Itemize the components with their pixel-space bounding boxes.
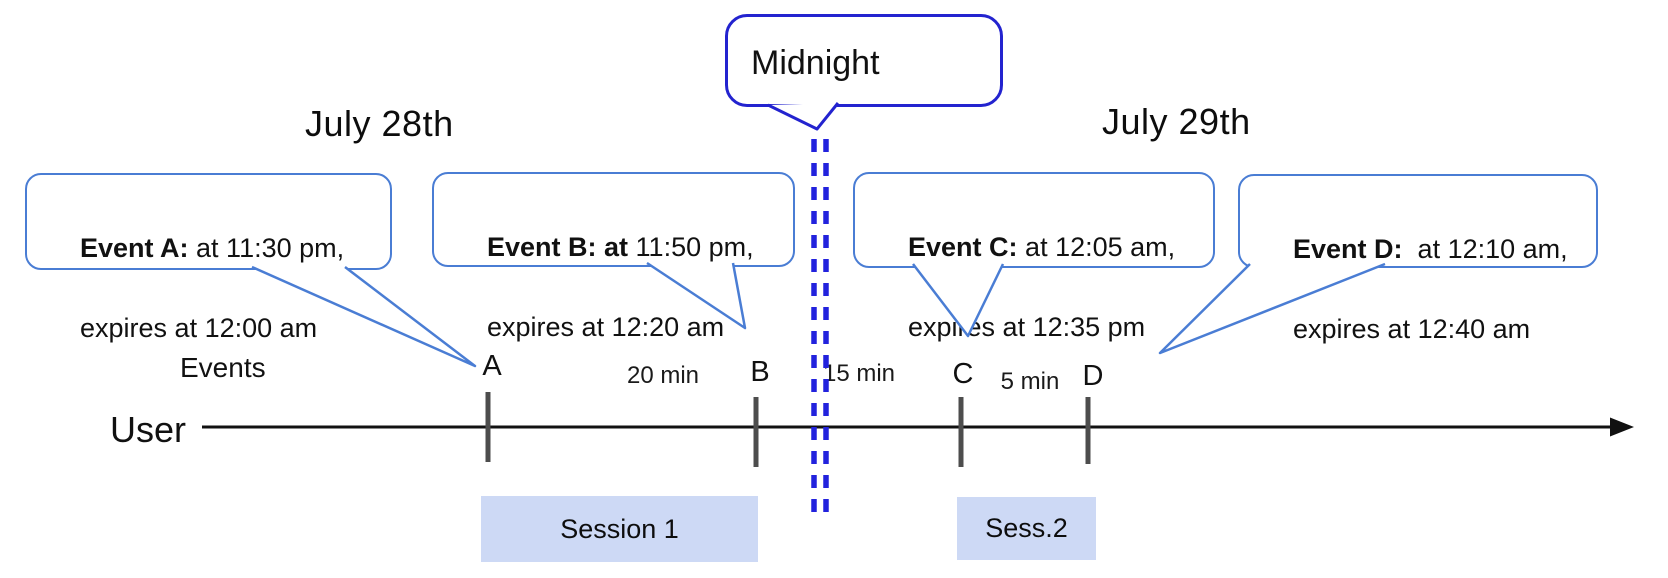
callout-event-a-expiry: expires at 12:00 am <box>80 313 318 343</box>
callout-event-c-time: at 12:05 am, <box>1017 232 1176 262</box>
callout-event-a: Event A: at 11:30 pm, expires at 12:00 a… <box>25 173 392 343</box>
user-axis-label: User <box>110 409 187 450</box>
interval-20-min: 20 min <box>626 362 700 389</box>
callout-event-c-title: Event C: <box>908 232 1018 262</box>
callout-event-a-line1: Event A: at 11:30 pm, <box>80 233 344 263</box>
interval-5-min: 5 min <box>1000 368 1060 395</box>
callout-event-b: Event B: at 11:50 pm, expires at 12:20 a… <box>432 172 795 342</box>
callout-event-c-expiry: expires at 12:35 pm <box>908 312 1146 342</box>
day-title-july-29: July 29th <box>1102 101 1251 142</box>
callout-event-a-title: Event A: <box>80 233 189 263</box>
marker-a: A <box>482 350 502 382</box>
callout-event-b-time: 11:50 pm, <box>628 232 754 262</box>
session-1-bar: Session 1 <box>481 496 758 562</box>
callout-event-a-time: at 11:30 pm, <box>188 233 345 263</box>
callout-event-b-title: Event B: at <box>487 232 629 262</box>
callout-event-d-title: Event D: <box>1293 234 1403 264</box>
session-2-label: Sess.2 <box>985 513 1068 543</box>
timeline-arrow-icon <box>1610 417 1634 437</box>
callout-event-b-expiry: expires at 12:20 am <box>487 312 725 342</box>
midnight-bubble <box>725 14 1003 107</box>
callout-event-c: Event C: at 12:05 am, expires at 12:35 p… <box>853 172 1215 342</box>
callout-event-c-line1: Event C: at 12:05 am, <box>908 232 1175 262</box>
session-2-bar: Sess.2 <box>957 497 1096 560</box>
events-axis-label: Events <box>180 352 266 383</box>
marker-c: C <box>952 358 974 390</box>
session-1-label: Session 1 <box>560 513 679 544</box>
marker-b: B <box>750 356 770 388</box>
marker-d: D <box>1082 360 1104 392</box>
callout-event-d: Event D: at 12:10 am, expires at 12:40 a… <box>1238 174 1598 344</box>
midnight-label: Midnight <box>751 44 880 82</box>
callout-event-d-expiry: expires at 12:40 am <box>1293 314 1531 344</box>
callout-event-b-line1: Event B: at 11:50 pm, <box>487 232 754 262</box>
day-title-july-28: July 28th <box>305 103 454 144</box>
callout-event-d-line1: Event D: at 12:10 am, <box>1293 234 1568 264</box>
callout-event-d-time: at 12:10 am, <box>1402 234 1568 264</box>
